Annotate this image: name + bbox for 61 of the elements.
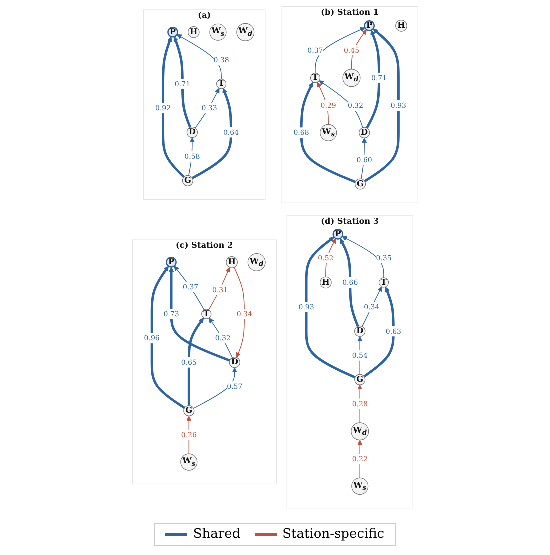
arrow <box>176 34 222 80</box>
arrow <box>186 416 192 454</box>
node-circle: G <box>183 405 194 416</box>
node-circle: D <box>354 326 366 338</box>
node-circle: G <box>354 374 366 386</box>
node-circle: W$_{d}$ <box>350 422 369 441</box>
node-circle: H <box>226 256 238 268</box>
node-circle: G <box>354 178 366 190</box>
arrow <box>193 368 238 409</box>
arrow <box>340 238 359 328</box>
node-circle: P <box>166 257 176 268</box>
node-circle: G <box>182 175 194 186</box>
node-circle: T <box>378 278 389 288</box>
node-circle: H <box>188 26 200 38</box>
arrow <box>363 286 395 378</box>
arrow <box>325 238 336 278</box>
arrow <box>174 266 204 310</box>
arrow <box>304 237 356 379</box>
arrow <box>173 36 192 128</box>
arrow <box>360 138 367 180</box>
arrow <box>194 88 220 129</box>
node-circle: H <box>395 20 407 32</box>
node-circle: P <box>332 229 344 240</box>
node-circle: D <box>228 357 240 368</box>
arrow <box>150 266 186 410</box>
arrow <box>350 30 367 70</box>
arrow <box>366 30 380 129</box>
legend-label: Station-specific <box>282 526 385 542</box>
node-circle: T <box>310 73 320 84</box>
node-circle: W$_{s}$ <box>209 24 226 41</box>
legend-label: Shared <box>193 526 241 542</box>
node-circle: D <box>358 127 370 138</box>
node-circle: T <box>216 79 226 90</box>
node-circle: W$_{s}$ <box>351 478 368 495</box>
arrow <box>300 82 356 184</box>
arrow <box>342 236 384 278</box>
arrow <box>234 267 245 358</box>
node-circle: W$_{d}$ <box>247 253 266 272</box>
arrow <box>316 82 329 126</box>
arrow <box>318 80 363 128</box>
node-circle: W$_{d}$ <box>342 69 360 88</box>
arrow <box>364 28 400 182</box>
node-circle: D <box>186 126 198 138</box>
node-circle: W$_{d}$ <box>236 23 254 42</box>
arrow <box>188 138 195 176</box>
arrow <box>208 267 230 310</box>
node-circle: T <box>201 309 212 320</box>
arrow <box>168 267 230 362</box>
node-circle: H <box>320 276 332 289</box>
arrow <box>357 440 362 479</box>
arrow <box>162 36 185 178</box>
node-circle: P <box>364 20 375 32</box>
arrow <box>192 88 232 180</box>
node-circle: P <box>167 26 178 38</box>
arrow <box>314 28 366 74</box>
arrow <box>362 286 382 328</box>
node-circle: W$_{s}$ <box>320 124 337 142</box>
arrow <box>188 318 204 406</box>
arrow <box>208 318 233 358</box>
node-circle: W$_{s}$ <box>180 454 198 471</box>
arrow <box>357 384 362 424</box>
